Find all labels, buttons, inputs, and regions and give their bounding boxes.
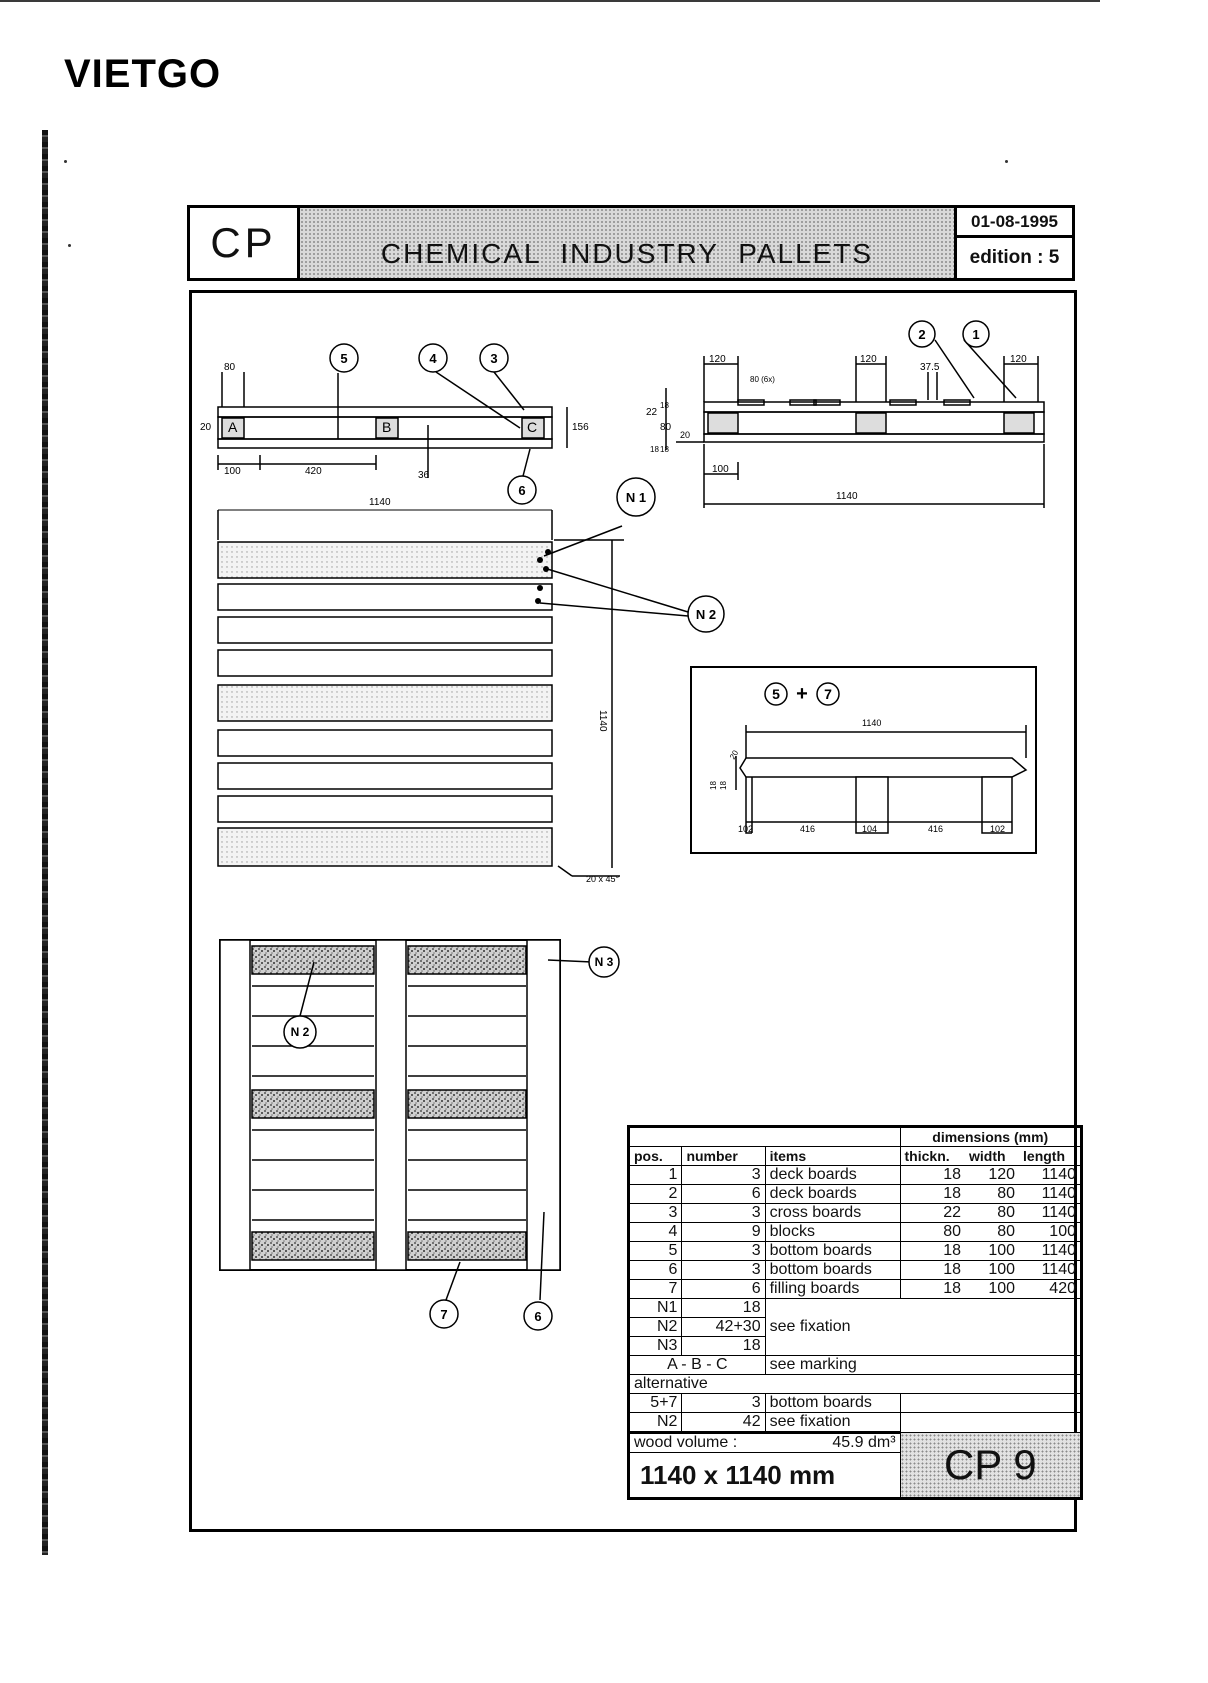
dim-label: 20 [680, 430, 690, 440]
dim-label: 100 [712, 464, 729, 475]
dim-label: 20 [200, 422, 212, 433]
callout-n3: N 3 [595, 955, 614, 969]
dim-label: 100 [224, 466, 241, 477]
dim-label: 420 [305, 466, 322, 477]
wood-volume-label: wood volume : [628, 1431, 766, 1453]
dim-label: 120 [860, 354, 877, 365]
dim-label: 120 [709, 354, 726, 365]
detail-label-plus: + [796, 683, 808, 705]
callout-7: 7 [440, 1307, 447, 1322]
dim-label: 416 [928, 824, 943, 834]
scan-speck [68, 244, 71, 247]
scan-edge-shadow [42, 130, 48, 1555]
dim-label: 18 [709, 781, 718, 790]
callout-n1: N 1 [626, 490, 646, 505]
callout-5: 5 [340, 351, 347, 366]
specification-table: dimensions (mm) pos. number items thickn… [627, 1125, 1083, 1500]
alternative-label: alternative [628, 1374, 1082, 1394]
drawing-frame [189, 290, 1077, 1532]
callout-3: 3 [490, 351, 497, 366]
dim-label: 18 [719, 781, 728, 790]
dim-label: 102 [738, 824, 753, 834]
side-view-right-labels: 120 120 120 80 (6x) 37.5 22 18 80 18 18 … [646, 354, 1027, 502]
dim-label: 1140 [862, 718, 881, 728]
header-code: CP [190, 208, 300, 278]
callout-4: 4 [429, 351, 437, 366]
dim-label: 18 [650, 445, 659, 454]
dim-label: 36 [418, 470, 430, 481]
header-edition: edition : 5 [954, 238, 1072, 278]
pallet-size: 1140 x 1140 mm [628, 1452, 901, 1499]
top-view [217, 510, 689, 877]
dim-label: 22 [646, 407, 658, 418]
brand-logo-text: VIETGO [64, 52, 222, 96]
detail-label-5: 5 [772, 686, 780, 702]
dim-label: 104 [862, 824, 877, 834]
dim-label: 156 [572, 422, 589, 433]
marker-b: B [382, 419, 391, 435]
scan-top-line [0, 0, 1100, 2]
dim-label: 20 [728, 748, 741, 761]
dim-label: 1140 [597, 710, 608, 732]
col-number: number [681, 1146, 766, 1166]
header-date: 01-08-1995 [954, 208, 1072, 238]
callout-n2-bottom: N 2 [291, 1025, 310, 1039]
marker-a: A [228, 419, 238, 435]
dim-label: 80 [224, 362, 236, 373]
dim-label: 102 [990, 824, 1005, 834]
callout-6: 6 [518, 483, 525, 498]
detail-label-7: 7 [824, 686, 832, 702]
header-title: CHEMICAL INDUSTRY PALLETS [300, 208, 954, 278]
bottom-view [219, 939, 593, 1301]
side-view-left [217, 371, 568, 481]
scan-speck [1005, 160, 1008, 163]
product-code: CP 9 [899, 1432, 1083, 1499]
dim-label: 20 x 45° [586, 874, 620, 884]
dim-label: 1140 [836, 491, 858, 502]
wood-volume-value: 45.9 dm³ [765, 1431, 901, 1453]
side-view-right-callouts [908, 320, 990, 348]
dim-label: 18 [660, 445, 669, 454]
dim-label: 80 (6x) [750, 375, 775, 384]
bottom-board-edge [217, 438, 553, 449]
side-view-right [665, 339, 1045, 508]
side-view-left-callouts [329, 343, 537, 505]
dim-label: 37.5 [920, 362, 940, 373]
side-view-left-labels: 80 20 100 420 36 156 1140 A B C [200, 362, 589, 508]
marker-c: C [527, 419, 537, 435]
col-width: width [965, 1146, 1020, 1166]
col-items: items [764, 1146, 901, 1166]
detail-view [690, 666, 1037, 854]
col-pos: pos. [627, 1146, 682, 1166]
callout-2: 2 [918, 327, 925, 342]
callout-6-bottom: 6 [534, 1309, 541, 1324]
col-length: length [1019, 1146, 1082, 1166]
callout-n2: N 2 [696, 607, 716, 622]
dim-label: 18 [660, 401, 669, 410]
dim-label: 416 [800, 824, 815, 834]
callout-1: 1 [972, 327, 979, 342]
dim-label: 80 [660, 422, 672, 433]
dimensions-header: dimensions (mm) [899, 1126, 1083, 1147]
scan-speck [64, 160, 67, 163]
dim-label: 120 [1010, 354, 1027, 365]
col-thickness: thickn. [900, 1146, 966, 1166]
dim-label: 1140 [369, 497, 391, 508]
drawing-header: CP CHEMICAL INDUSTRY PALLETS 01-08-1995 … [187, 205, 1075, 281]
